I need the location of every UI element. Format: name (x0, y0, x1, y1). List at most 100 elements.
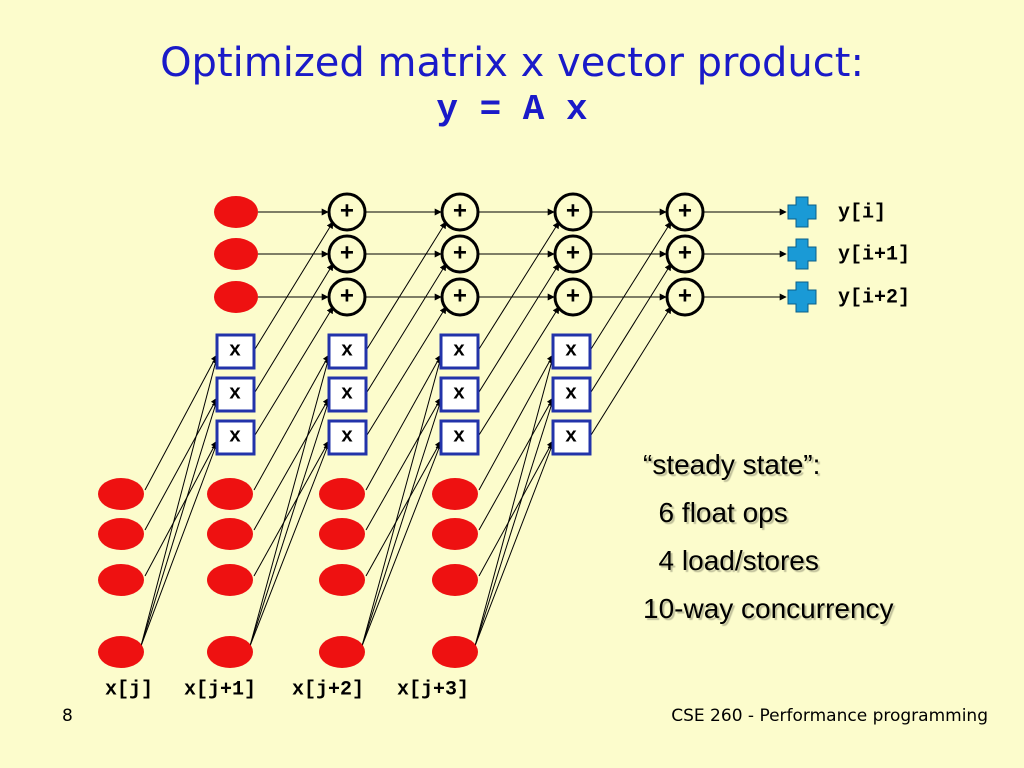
input-label: x[j] (105, 679, 153, 702)
edge-line (590, 306, 672, 436)
input-oval (207, 478, 253, 510)
plus-node (665, 234, 705, 274)
mult-symbol: x (565, 426, 577, 449)
edge-line (140, 356, 219, 647)
mult-node (327, 333, 368, 370)
edge-line (366, 263, 447, 393)
input-oval (432, 564, 478, 596)
output-register-icon (787, 281, 817, 313)
course-label: CSE 260 - Performance programming (671, 706, 988, 726)
edge-line (478, 397, 554, 531)
input-label: x[j+1] (184, 679, 256, 702)
edge-line (365, 440, 442, 577)
mult-symbol: x (565, 340, 577, 363)
edge-line (249, 356, 331, 647)
mult-symbol: x (341, 426, 353, 449)
mult-symbol: x (565, 383, 577, 406)
edge-line (478, 221, 560, 350)
slide-title: Optimized matrix x vector product: (160, 40, 864, 86)
plus-symbol: + (678, 242, 692, 269)
output-register-icon (787, 238, 817, 270)
note-load-stores: 4 load/stores (643, 545, 819, 576)
mult-symbol: x (229, 383, 241, 406)
plus-symbol: + (678, 285, 692, 312)
plus-node (665, 192, 705, 232)
edge-line (478, 354, 554, 491)
plus-symbol: + (340, 242, 354, 269)
input-label: x[j+3] (397, 679, 469, 702)
plus-symbol: + (678, 200, 692, 227)
edge-line (365, 397, 442, 531)
mult-node (327, 419, 368, 456)
mult-symbol: x (453, 383, 465, 406)
slide-formula: y = A x (436, 89, 588, 130)
mult-symbol: x (341, 383, 353, 406)
edge-line (478, 306, 560, 436)
input-oval (432, 518, 478, 550)
note-steady-state: “steady state”: (643, 449, 821, 480)
output-label: y[i+2] (838, 287, 910, 310)
edge-line (144, 440, 218, 577)
edge-line (253, 354, 330, 491)
mult-node (551, 333, 592, 370)
edge-line (365, 354, 442, 491)
input-oval (207, 518, 253, 550)
matrix-element-oval (214, 281, 258, 313)
mult-symbol: x (341, 340, 353, 363)
mult-node (215, 419, 256, 456)
input-oval (98, 478, 144, 510)
plus-node (327, 234, 367, 274)
edge-line (144, 397, 218, 531)
note-float-ops: 6 float ops (643, 497, 788, 528)
plus-symbol: + (453, 285, 467, 312)
edge-line (478, 440, 554, 577)
mult-node (215, 376, 256, 413)
edge-line (254, 306, 334, 436)
plus-symbol: + (340, 200, 354, 227)
edge-line (249, 442, 330, 647)
plus-node (440, 192, 480, 232)
input-oval (207, 636, 253, 668)
input-oval (98, 518, 144, 550)
edge-line (590, 221, 672, 350)
plus-node (327, 277, 367, 317)
edge-line (478, 263, 560, 393)
mult-node (439, 333, 480, 370)
input-oval (98, 636, 144, 668)
edge-line (140, 399, 219, 647)
plus-node (553, 234, 593, 274)
matrix-element-oval (214, 196, 258, 228)
plus-symbol: + (566, 200, 580, 227)
input-oval (319, 478, 365, 510)
plus-symbol: + (453, 242, 467, 269)
edge-line (254, 263, 334, 393)
plus-symbol: + (453, 200, 467, 227)
edge-line (590, 263, 672, 393)
output-label: y[i+1] (838, 244, 910, 267)
mult-symbol: x (453, 426, 465, 449)
edge-line (254, 221, 334, 350)
edge-line (361, 442, 442, 647)
plus-node (553, 277, 593, 317)
mult-node (439, 376, 480, 413)
input-label: x[j+2] (292, 679, 364, 702)
input-oval (98, 564, 144, 596)
mult-symbol: x (453, 340, 465, 363)
mult-node (551, 419, 592, 456)
edge-line (253, 440, 330, 577)
edge-line (140, 442, 219, 647)
plus-node (665, 277, 705, 317)
plus-symbol: + (566, 242, 580, 269)
output-label: y[i] (838, 202, 886, 225)
edge-line (249, 399, 331, 647)
mult-node (327, 376, 368, 413)
input-oval (432, 636, 478, 668)
input-oval (319, 518, 365, 550)
input-oval (319, 636, 365, 668)
edge-line (361, 399, 443, 647)
mult-node (215, 333, 256, 370)
edge-line (361, 356, 443, 647)
mult-node (551, 376, 592, 413)
edge-line (144, 354, 218, 491)
mult-symbol: x (229, 340, 241, 363)
